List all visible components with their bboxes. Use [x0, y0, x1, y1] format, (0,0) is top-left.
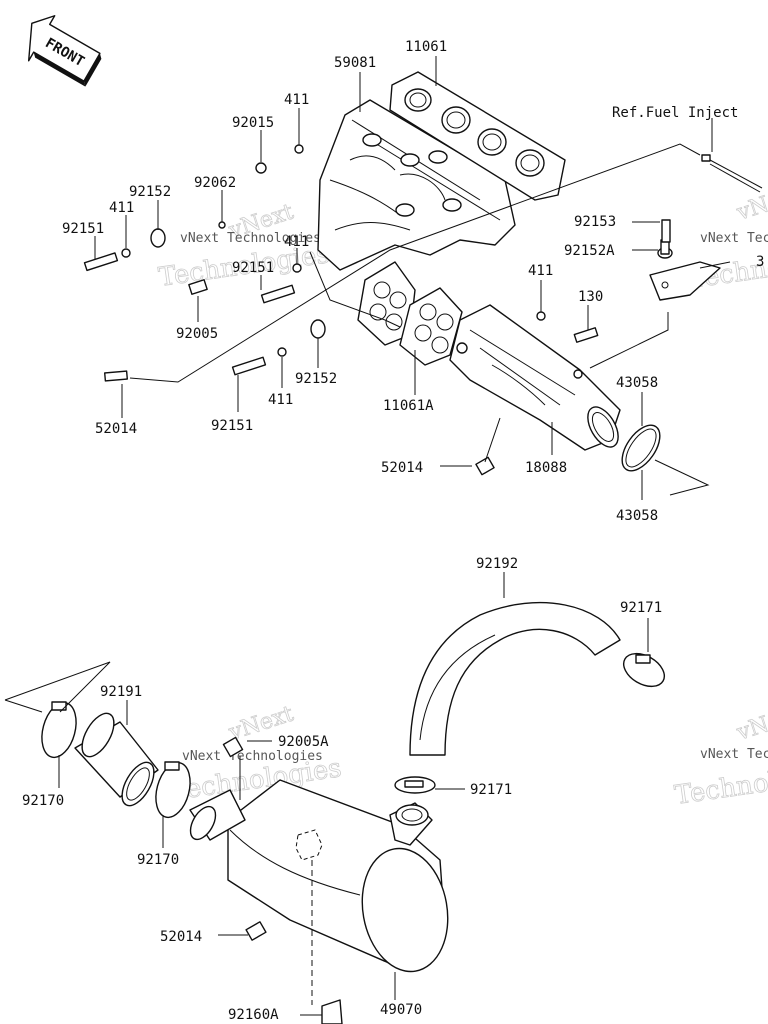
watermark-word: Technologies [673, 757, 768, 811]
manifold-gasket [389, 71, 566, 201]
watermark-line: vNext Technologies [700, 231, 768, 246]
label-59081: 59081 [334, 55, 376, 71]
label-411: 411 [109, 200, 134, 216]
label-49070: 49070 [380, 1002, 422, 1018]
label-92152a: 92152A [564, 243, 615, 259]
o-ring-inner [625, 428, 657, 468]
watermark-line: vNext Technologies [182, 749, 323, 764]
label-92151: 92151 [62, 221, 104, 237]
exhaust-pipe [449, 304, 621, 451]
label-92192: 92192 [476, 556, 518, 572]
leader-lines [4, 56, 731, 1016]
straight-hose [74, 712, 159, 807]
o-ring [621, 424, 661, 472]
label-92152: 92152 [295, 371, 337, 387]
label-92171: 92171 [470, 782, 512, 798]
label-92152: 92152 [129, 184, 171, 200]
label-92005: 92005 [176, 326, 218, 342]
label-43058: 43058 [616, 508, 658, 524]
watermark-brand: vNext [733, 182, 768, 227]
watermark-line: vNext Technologies [180, 231, 321, 246]
label-92151: 92151 [232, 260, 274, 276]
label-92062: 92062 [194, 175, 236, 191]
label-92005a: 92005A [278, 734, 329, 750]
watermark-line: vNext Technologies [700, 747, 768, 762]
ref-fuel-inject-note: Ref.Fuel Inject [612, 105, 738, 121]
label-411: 411 [284, 92, 309, 108]
label-52014: 52014 [381, 460, 423, 476]
label-411: 411 [268, 392, 293, 408]
label-411: 411 [284, 234, 309, 250]
elbow-hose [409, 602, 621, 756]
label-11061: 11061 [405, 39, 447, 55]
pipe-gasket [357, 261, 463, 366]
label-18088: 18088 [525, 460, 567, 476]
label-411: 411 [528, 263, 553, 279]
label-92171: 92171 [620, 600, 662, 616]
watermark-brand: vNext [733, 702, 768, 747]
label-92015: 92015 [232, 115, 274, 131]
label-52014: 52014 [160, 929, 202, 945]
label-130: 130 [578, 289, 603, 305]
label-43058: 43058 [616, 375, 658, 391]
label-92153: 92153 [574, 214, 616, 230]
label-92191: 92191 [100, 684, 142, 700]
label-92160a: 92160A [228, 1007, 279, 1023]
part-labels: 11061 59081 411 92015 92062 92152 411 92… [22, 39, 764, 1023]
label-52014: 52014 [95, 421, 137, 437]
label-11061a: 11061A [383, 398, 434, 414]
front-badge: FRONT [27, 15, 102, 87]
clamps [41, 652, 665, 819]
muffler [189, 736, 449, 1024]
label-92170: 92170 [22, 793, 64, 809]
label-92151: 92151 [211, 418, 253, 434]
label-3: 3 [756, 254, 764, 270]
label-92170: 92170 [137, 852, 179, 868]
